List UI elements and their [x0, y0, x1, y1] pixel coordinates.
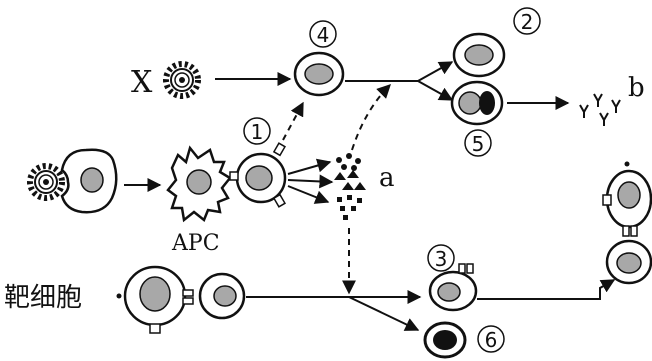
complex-dot	[624, 161, 630, 167]
arrow-to-a-3	[287, 185, 330, 204]
cell-6-memory-t	[423, 321, 467, 359]
cell-1-t-cell	[229, 142, 287, 208]
arrow-to-cell5	[417, 80, 454, 101]
pathogen-x	[163, 61, 201, 99]
arrow-to-cell6	[348, 296, 420, 331]
marker-3: 3	[435, 247, 448, 271]
marker-5-circle	[464, 129, 492, 157]
label-x: X	[131, 65, 153, 100]
marker-3-circle	[427, 244, 455, 272]
apc-cell	[166, 145, 232, 223]
effector-t-cell-bound	[198, 272, 246, 320]
label-apc: APC	[171, 231, 220, 256]
arrow-cell3-to-complex	[477, 279, 616, 300]
marker-4-circle	[309, 20, 337, 48]
phagocyte	[60, 148, 118, 214]
dashed-arrow-a-to-branch	[351, 84, 391, 151]
cell-5-plasma	[450, 80, 504, 126]
marker-6: 6	[485, 328, 498, 352]
cell-4-memory	[293, 51, 345, 97]
target-cell	[123, 265, 194, 334]
marker-2-circle	[513, 7, 541, 35]
complex-effector-t-bottom	[605, 239, 652, 285]
dashed-arrow-cell1-to-cell4	[282, 101, 304, 141]
label-b: b	[628, 73, 645, 103]
marker-2: 2	[521, 10, 534, 34]
target-cell-dot	[116, 293, 122, 299]
complex-target-cell-top	[602, 169, 652, 237]
arrow-to-a-2	[287, 174, 334, 189]
label-target-cell: 靶细胞	[4, 283, 82, 313]
label-a: a	[379, 163, 395, 193]
cell-3-effector-t	[428, 263, 478, 312]
lymphokines-a	[334, 153, 366, 220]
cell-2	[452, 32, 506, 78]
marker-5: 5	[472, 132, 485, 156]
marker-6-circle	[477, 325, 505, 353]
marker-1-circle	[243, 117, 271, 145]
marker-4: 4	[317, 23, 330, 47]
pathogen-left	[27, 163, 65, 201]
arrow-to-cell2	[417, 61, 454, 82]
antibodies-b	[579, 93, 621, 126]
arrow-to-a-1	[287, 158, 332, 175]
marker-1: 1	[251, 120, 264, 144]
